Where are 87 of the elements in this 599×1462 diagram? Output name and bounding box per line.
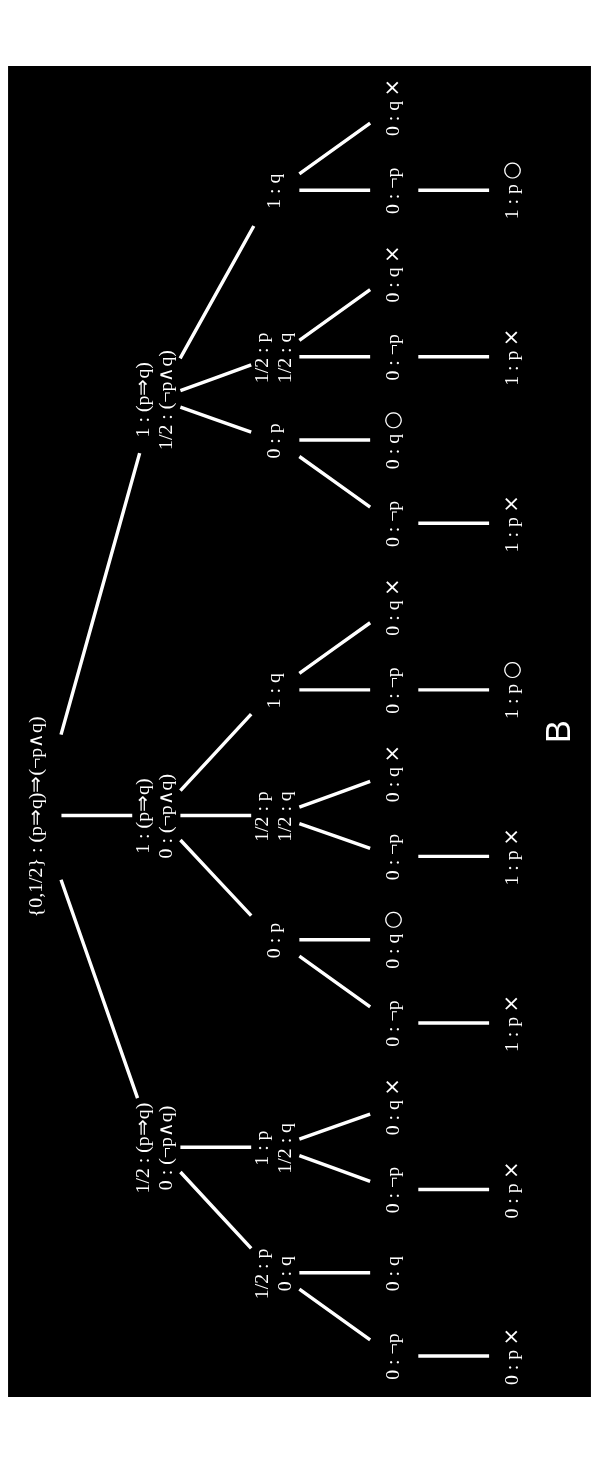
node-text: {0,1/2} : (p⇒q)⇒(¬p∧q): [23, 715, 46, 917]
connector: [298, 1112, 371, 1141]
node-text: 1/2 : p 1/2 : q: [250, 790, 295, 842]
node-text: 0 : ¬p: [380, 333, 403, 381]
connector: [418, 854, 490, 858]
node-text: 1 : (p⇒q) 0 : (¬p∧q): [131, 773, 176, 858]
node-label: ×: [497, 328, 523, 346]
node-label: ×: [379, 744, 405, 763]
node-text: 0 : ¬p: [380, 833, 403, 880]
node-text: 0 : q: [381, 100, 404, 136]
node-text: 1 : p 1/2 : q: [250, 1122, 295, 1174]
node-text: 1 : (p⇒q) 1/2 : (¬p∧q): [131, 349, 176, 450]
node-label: ×: [497, 994, 523, 1012]
node-text: 1 : p: [500, 849, 523, 885]
node-label: ×: [379, 244, 405, 263]
connector: [298, 954, 372, 1008]
node-text: 1/2 : p 0 : q: [250, 1248, 295, 1299]
node-text: 1/2 : p 1/2 : q: [250, 332, 295, 383]
connector: [299, 1270, 371, 1274]
connector: [298, 1153, 371, 1183]
node-label: ×: [379, 1077, 405, 1096]
node-text: 0 : q: [380, 1255, 403, 1291]
connector: [299, 437, 371, 442]
node-text: 0 : ¬p: [380, 1166, 403, 1213]
connector: [179, 362, 252, 392]
connector: [298, 287, 372, 342]
connector: [299, 354, 371, 358]
node-label: ○: [497, 660, 523, 679]
connector: [61, 813, 133, 817]
connector: [418, 687, 490, 692]
node-label: ×: [497, 1327, 523, 1345]
connector: [59, 452, 142, 735]
node-label: ×: [497, 494, 523, 513]
connector: [299, 687, 371, 692]
connector: [299, 937, 371, 941]
node-text: 1 : q: [261, 173, 284, 209]
connector: [418, 521, 490, 525]
connector: [418, 1187, 490, 1191]
connector: [418, 354, 490, 358]
connector: [298, 454, 372, 509]
connector: [418, 1020, 490, 1025]
node-text: 0 : p: [500, 1349, 523, 1385]
caption: B: [538, 719, 577, 743]
node-text: 0 : p: [261, 922, 284, 958]
connector: [180, 1144, 252, 1149]
connector: [298, 620, 372, 675]
connector: [179, 405, 252, 434]
node-text: 0 : q: [381, 1099, 404, 1135]
node-text: 0 : q: [381, 933, 404, 969]
node-text: 0 : p: [500, 1182, 523, 1219]
node-text: 1 : p: [500, 350, 523, 386]
node-text: 0 : q: [381, 433, 404, 469]
node-text: 0 : ¬p: [380, 500, 403, 547]
node-text: 1 : p: [500, 516, 523, 552]
node-text: 1 : p: [500, 183, 523, 219]
connector: [298, 779, 371, 809]
connector: [178, 224, 256, 359]
connector: [298, 121, 372, 175]
node-text: 1 : p: [500, 683, 523, 719]
node-label: ×: [497, 1160, 523, 1179]
connector: [298, 1287, 372, 1341]
connector: [179, 712, 253, 792]
connector: [179, 1170, 253, 1250]
node-label: ×: [379, 78, 405, 96]
node-label: ×: [497, 827, 523, 846]
node-label: ○: [497, 160, 523, 180]
connector: [418, 188, 490, 192]
node-text: 0 : ¬p: [380, 999, 403, 1047]
node-text: 0 : q: [381, 266, 404, 303]
node-text: 1/2 : (p⇒q) 0 : (¬p∧q): [131, 1102, 176, 1193]
node-label: ○: [379, 910, 405, 929]
node-text: 1 : q: [261, 672, 284, 708]
node-text: 1 : p: [500, 1016, 523, 1052]
connector: [418, 1353, 490, 1358]
connector: [59, 878, 140, 1099]
connector: [298, 821, 371, 850]
node-text: 0 : p: [261, 422, 284, 459]
connector: [180, 813, 252, 817]
connector: [299, 188, 371, 192]
node-text: 0 : ¬p: [380, 167, 403, 214]
node-text: 0 : q: [381, 599, 404, 636]
node-text: 0 : q: [381, 766, 404, 802]
node-text: 0 : ¬p: [380, 1332, 403, 1380]
connector: [179, 838, 253, 917]
node-label: ○: [379, 410, 405, 429]
node-text: 0 : ¬p: [380, 666, 403, 714]
node-label: ×: [379, 577, 405, 596]
